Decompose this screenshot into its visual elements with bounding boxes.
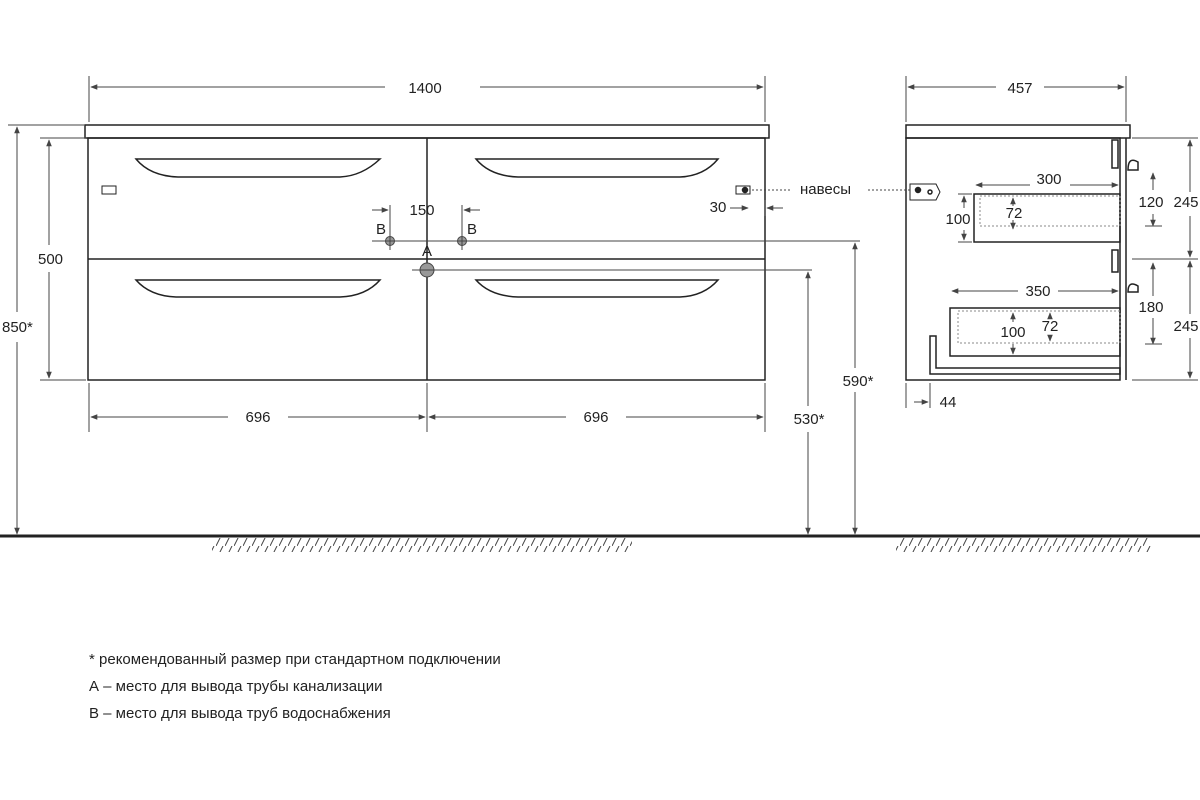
floor-hatch-front — [212, 538, 632, 552]
handle-bottom-right — [474, 279, 720, 298]
handle-top-right — [474, 158, 720, 178]
dim-pipe-spacing: 150 — [409, 202, 434, 219]
side-labels: 457 300 100 72 120 245 350 72 100 180 24… — [940, 80, 1199, 411]
front-dimensions — [8, 76, 858, 535]
label-hinges: навесы — [800, 181, 851, 198]
dim-upper-face: 245 — [1173, 194, 1198, 211]
dim-lower-drawer-height: 100 — [1000, 324, 1025, 341]
handle-top-left — [134, 158, 382, 178]
side-handle-bottom — [1111, 249, 1119, 273]
dim-upper-inner: 72 — [1006, 205, 1023, 222]
dim-height-a: 530* — [794, 411, 825, 428]
dim-upper-drawer-depth: 300 — [1036, 171, 1061, 188]
dim-lower-inner: 72 — [1042, 318, 1059, 335]
upper-drawer — [973, 193, 1121, 243]
label-outlet-b-left: В — [376, 221, 386, 238]
upper-drawer-inner — [979, 195, 1121, 227]
dim-section-left: 696 — [245, 409, 270, 426]
legend-notes: * рекомендованный размер при стандартном… — [89, 646, 501, 727]
lower-drawer-inner — [957, 310, 1121, 344]
side-dimensions — [868, 76, 1198, 408]
pipe-outlets — [372, 205, 860, 278]
countertop — [84, 124, 770, 139]
label-outlet-a: А — [422, 243, 432, 260]
dim-back-offset: 44 — [940, 394, 957, 411]
front-labels: 1400 850* 500 696 696 150 30 навесы А В … — [2, 80, 874, 428]
lower-drawer — [949, 307, 1121, 357]
side-handle-top — [1111, 139, 1119, 169]
note-outlet-a: А – место для вывода трубы канализации — [89, 678, 383, 695]
dim-overall-width: 1400 — [408, 80, 441, 97]
dim-upper-drawer-height: 100 — [945, 211, 970, 228]
dim-lower-gap: 180 — [1138, 299, 1163, 316]
dim-hinge-offset: 30 — [710, 199, 727, 216]
side-handle-bottom-curl — [1127, 283, 1139, 293]
dim-body-height: 500 — [38, 251, 63, 268]
dim-lower-face: 245 — [1173, 318, 1198, 335]
dim-height-b: 590* — [843, 373, 874, 390]
dim-overall-height: 850* — [2, 319, 33, 336]
hinge-mark-right — [735, 185, 751, 195]
floor-hatch-side — [896, 538, 1152, 552]
side-body — [905, 137, 1121, 381]
handle-bottom-left — [134, 279, 382, 298]
note-outlet-b: В – место для вывода труб водоснабжения — [89, 705, 391, 722]
dim-lower-drawer-depth: 350 — [1025, 283, 1050, 300]
label-outlet-b-right: В — [467, 221, 477, 238]
side-countertop — [905, 124, 1131, 139]
hinge-dot-right — [741, 186, 749, 194]
side-view — [905, 124, 1139, 381]
front-view — [84, 124, 770, 381]
dim-upper-gap: 120 — [1138, 194, 1163, 211]
side-handle-top-curl — [1127, 159, 1139, 171]
note-recommended: * рекомендованный размер при стандартном… — [89, 651, 501, 668]
floor — [0, 534, 1200, 552]
dim-section-right: 696 — [583, 409, 608, 426]
hinge-bracket-icon — [909, 183, 941, 201]
hinge-mark-left — [101, 185, 117, 195]
lower-drawer-base — [929, 335, 1121, 375]
dim-overall-depth: 457 — [1007, 80, 1032, 97]
